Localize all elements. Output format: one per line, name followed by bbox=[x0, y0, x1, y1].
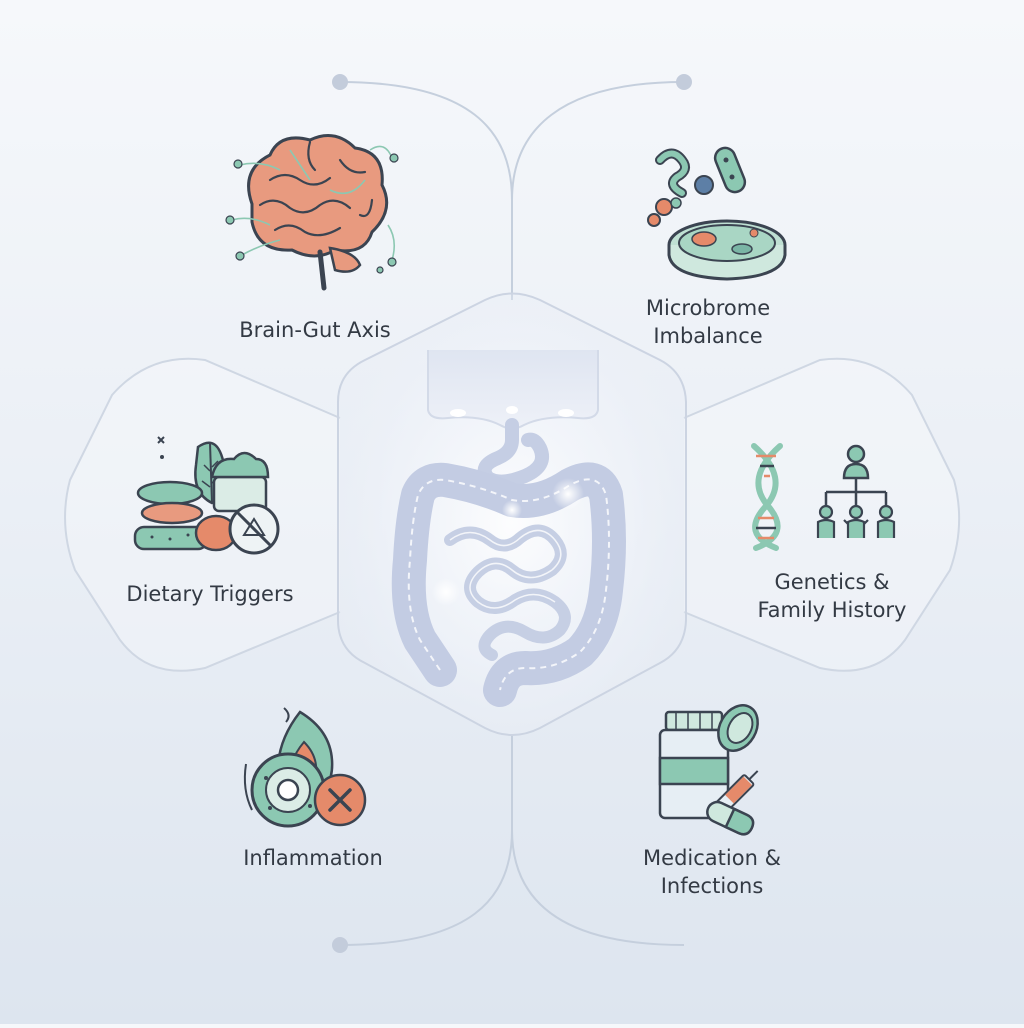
medicine-bottle-syringe-icon bbox=[658, 704, 759, 836]
medication-infections-label-line-1: Medication & bbox=[643, 846, 781, 870]
brain-icon bbox=[225, 134, 399, 291]
genetics-family-history-label-line-2: Family History bbox=[757, 598, 907, 622]
microbiome-imbalance-label: Microbrome Imbalance bbox=[608, 294, 808, 350]
digestive-system-icon bbox=[391, 350, 626, 707]
microbiome-imbalance-label-line-2: Imbalance bbox=[653, 324, 763, 348]
connector-lines bbox=[339, 81, 685, 946]
inflammation-label-line-1: Inflammation bbox=[243, 846, 383, 870]
medication-infections-label-line-2: Infections bbox=[660, 874, 764, 898]
dietary-triggers-label-line-1: Dietary Triggers bbox=[126, 582, 294, 606]
connector-dot-top-left bbox=[332, 74, 348, 90]
medication-infections-label: Medication & Infections bbox=[612, 844, 812, 900]
microbiome-imbalance-label-line-1: Microbrome bbox=[645, 296, 771, 320]
genetics-family-history-label-line-1: Genetics & bbox=[774, 570, 890, 594]
food-stack-icon bbox=[133, 436, 280, 555]
dna-family-tree-icon bbox=[751, 443, 896, 551]
brain-gut-axis-label: Brain-Gut Axis bbox=[215, 316, 415, 344]
dietary-triggers-label: Dietary Triggers bbox=[105, 580, 315, 608]
connector-dot-top-right bbox=[676, 74, 692, 90]
brain-gut-axis-label-line-1: Brain-Gut Axis bbox=[239, 318, 391, 342]
inflammation-label: Inflammation bbox=[208, 844, 418, 872]
genetics-family-history-label: Genetics & Family History bbox=[722, 568, 942, 624]
inflamed-cell-icon bbox=[243, 707, 367, 828]
connector-dot-bottom bbox=[332, 937, 348, 953]
bacteria-petri-dish-icon bbox=[647, 146, 787, 281]
